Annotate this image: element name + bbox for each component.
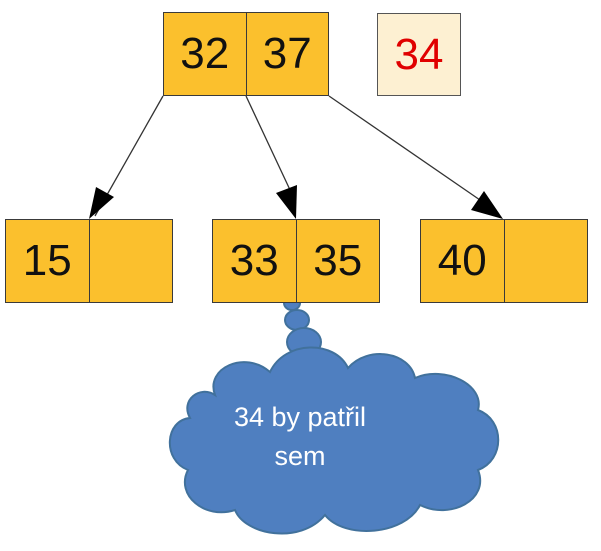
child-3-key-2	[503, 220, 587, 302]
arrowhead-child-3	[471, 191, 503, 219]
child-2-key-2: 35	[295, 220, 379, 302]
root-node: 32 37	[163, 12, 329, 96]
child-node-2: 33 35	[212, 219, 380, 303]
callout-text: 34 by patřil sem	[215, 398, 385, 476]
root-key-2: 37	[245, 13, 328, 95]
child-3-key-1: 40	[421, 220, 504, 302]
child-node-3: 40	[420, 219, 588, 303]
callout-line-1: 34 by patřil	[233, 402, 367, 432]
arrowhead-child-2	[276, 185, 297, 219]
thought-cloud	[168, 295, 500, 535]
arrowhead-child-1	[89, 187, 114, 219]
child-node-1: 15	[5, 219, 173, 303]
edge-root-to-child-2	[245, 95, 292, 193]
root-key-1: 32	[164, 13, 246, 95]
edge-root-to-child-3	[328, 95, 481, 201]
inserted-key-box: 34	[377, 13, 461, 96]
child-1-key-1: 15	[6, 220, 89, 302]
child-2-key-1: 33	[213, 220, 296, 302]
cloud-shape	[168, 346, 500, 535]
callout-line-2: sem	[274, 441, 326, 472]
child-1-key-2	[88, 220, 172, 302]
